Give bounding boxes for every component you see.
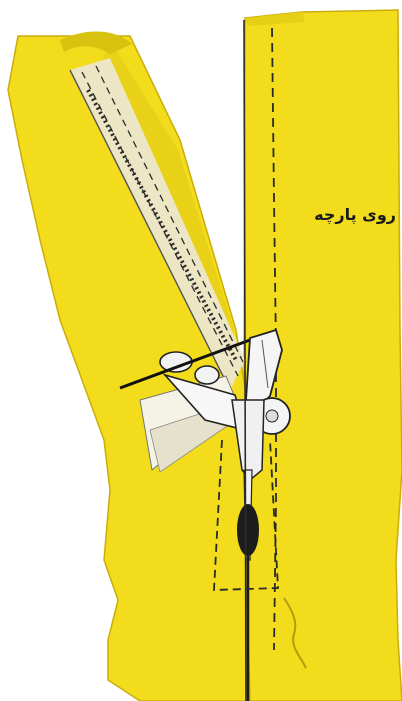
- fabric-side-label: روی پارچه: [281, 205, 396, 224]
